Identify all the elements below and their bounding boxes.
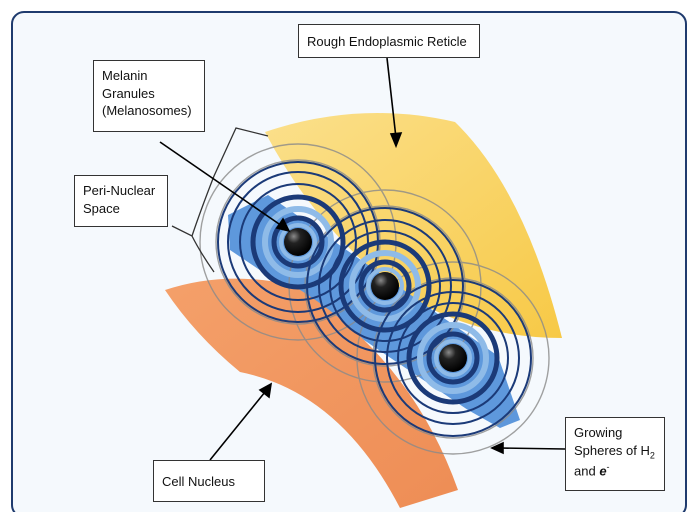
label-melanin-line2: Granules bbox=[102, 85, 196, 103]
label-growing-spheres: Growing Spheres of H2 and e- bbox=[565, 417, 665, 491]
label-rough-er-text: Rough Endoplasmic Reticle bbox=[307, 33, 471, 51]
label-growing-superscript: - bbox=[607, 462, 610, 472]
label-rough-er: Rough Endoplasmic Reticle bbox=[298, 24, 480, 58]
arrow-growing bbox=[500, 448, 565, 449]
label-growing-line3-text: and bbox=[574, 464, 599, 479]
label-cell-nucleus: Cell Nucleus bbox=[153, 460, 265, 502]
label-growing-line2: Spheres of H2 bbox=[574, 442, 656, 462]
label-cell-nucleus-text: Cell Nucleus bbox=[162, 473, 256, 491]
label-growing-line3: and e- bbox=[574, 461, 656, 480]
label-growing-line1: Growing bbox=[574, 424, 656, 442]
label-growing-subscript: 2 bbox=[650, 450, 655, 460]
label-perinuclear-space: Peri-Nuclear Space bbox=[74, 175, 168, 227]
label-perinuclear-line1: Peri-Nuclear bbox=[83, 182, 159, 200]
label-growing-line2-text: Spheres of H bbox=[574, 443, 650, 458]
melanin-granule-3 bbox=[439, 344, 467, 372]
melanin-granule-2 bbox=[371, 272, 399, 300]
label-growing-electron: e bbox=[599, 464, 606, 479]
label-perinuclear-line2: Space bbox=[83, 200, 159, 218]
label-melanin-line3: (Melanosomes) bbox=[102, 102, 196, 120]
label-melanin-line1: Melanin bbox=[102, 67, 196, 85]
label-melanin-granules: Melanin Granules (Melanosomes) bbox=[93, 60, 205, 132]
melanin-granule-1 bbox=[284, 228, 312, 256]
